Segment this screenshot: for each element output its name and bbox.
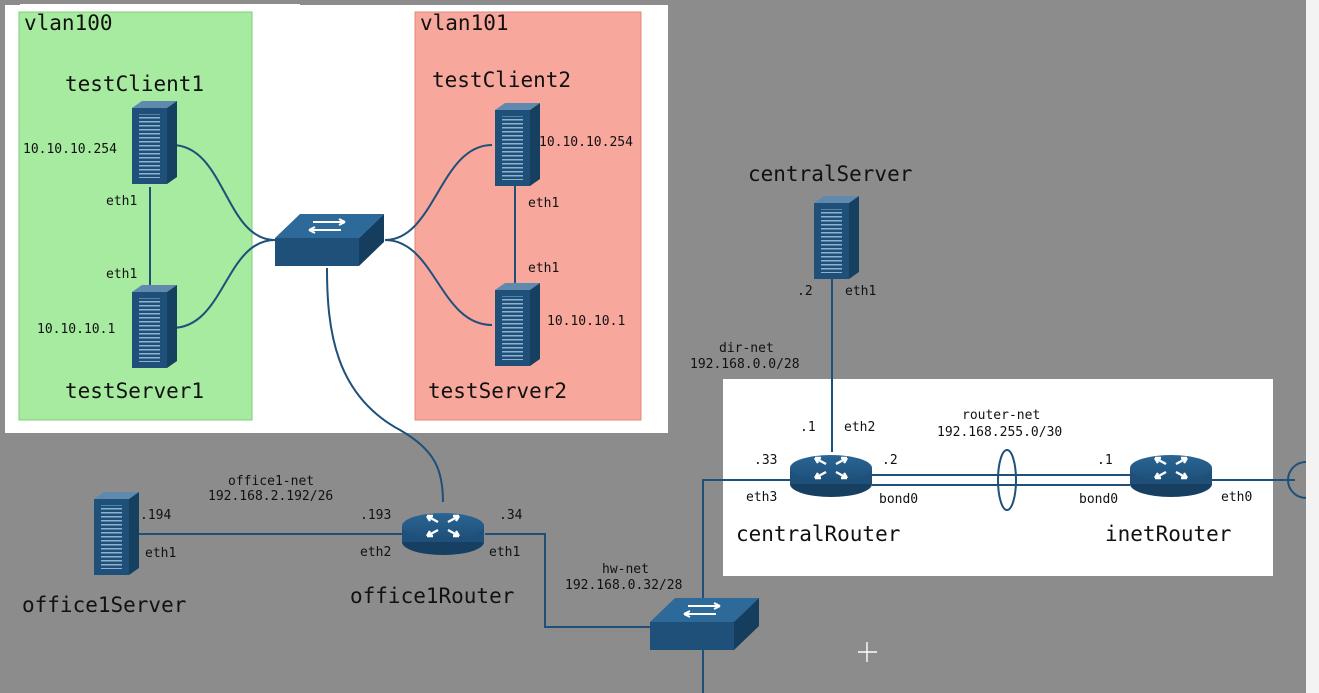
office1router-left-addr: .193 — [360, 508, 391, 523]
inetrouter-eth0: eth0 — [1221, 490, 1252, 505]
office1router-name: office1Router — [350, 584, 514, 608]
testserver2-name: testServer2 — [428, 379, 567, 403]
vlan101-label: vlan101 — [420, 11, 509, 35]
office1net-cidr: 192.168.2.192/26 — [208, 489, 333, 504]
testclient2-name: testClient2 — [432, 68, 571, 92]
tc2-ip: 10.10.10.254 — [539, 135, 633, 150]
office1server-eth: eth1 — [145, 546, 176, 561]
routernet-name: router-net — [962, 408, 1040, 423]
centralrouter-eth3: eth3 — [746, 490, 777, 505]
ts2-eth: eth1 — [528, 261, 559, 276]
testserver1-server-icon — [132, 285, 177, 368]
inetrouter-addr: .1 — [1097, 453, 1113, 468]
testclient1-server-icon — [132, 101, 177, 184]
inetrouter-router-icon — [1128, 453, 1214, 499]
vlan100-label: vlan100 — [24, 11, 113, 35]
centralrouter-top-eth: eth2 — [844, 420, 875, 435]
tc1-ip: 10.10.10.254 — [23, 142, 117, 157]
dirnet-cidr: 192.168.0.0/28 — [690, 357, 800, 372]
office1router-right-addr: .34 — [499, 508, 523, 523]
ts1-ip: 10.10.10.1 — [37, 322, 115, 337]
hwnet-name: hw-net — [602, 562, 649, 577]
centralrouter-top-addr: .1 — [800, 420, 816, 435]
inetrouter-name: inetRouter — [1105, 522, 1231, 546]
testserver1-name: testServer1 — [65, 379, 204, 403]
office1router-router-icon — [400, 511, 486, 557]
centralserver-eth: eth1 — [845, 284, 876, 299]
crosshair-cursor-icon — [858, 642, 877, 662]
office1net-name: office1-net — [228, 474, 314, 489]
tc2-eth: eth1 — [528, 196, 559, 211]
routernet-cidr: 192.168.255.0/30 — [937, 425, 1062, 440]
testclient2-server-icon — [495, 103, 540, 186]
dirnet-name: dir-net — [719, 341, 774, 356]
testclient1-name: testClient1 — [65, 72, 204, 96]
bond-ring — [997, 449, 1017, 511]
centralserver-server-icon — [814, 196, 859, 279]
right-edge-strip — [1306, 0, 1319, 693]
centralrouter-router-icon — [788, 453, 874, 499]
ts2-ip: 10.10.10.1 — [547, 314, 625, 329]
office1router-eth2: eth2 — [360, 545, 391, 560]
top-rule — [20, 4, 300, 5]
inetrouter-bond0: bond0 — [1079, 492, 1118, 507]
link-tc1-switch — [171, 144, 276, 241]
link-switch-ts2 — [384, 239, 493, 326]
centralserver-name: centralServer — [748, 162, 912, 186]
office1server-addr: .194 — [140, 508, 171, 523]
link-switch-tc2 — [384, 144, 493, 241]
hw-switch-icon — [649, 597, 760, 651]
office1router-eth1: eth1 — [489, 545, 520, 560]
centralrouter-left-addr: .33 — [754, 453, 777, 468]
link-switch-office1router — [326, 267, 444, 503]
centralrouter-name: centralRouter — [736, 522, 900, 546]
tc1-eth: eth1 — [106, 194, 137, 209]
centralserver-addr: .2 — [797, 284, 813, 299]
hwnet-cidr: 192.168.0.32/28 — [565, 578, 682, 593]
office1server-name: office1Server — [22, 593, 186, 617]
link-ts1-switch — [171, 239, 276, 329]
ts1-eth: eth1 — [106, 267, 137, 282]
office1server-server-icon — [94, 492, 139, 575]
link-centralrouter-hwswitch — [702, 479, 790, 600]
testserver2-server-icon — [495, 283, 540, 366]
centralrouter-right-addr: .2 — [882, 453, 898, 468]
external-cloud-edge — [1287, 461, 1307, 499]
centralrouter-bond0: bond0 — [879, 492, 918, 507]
link-office1router-hwswitch — [485, 533, 652, 628]
